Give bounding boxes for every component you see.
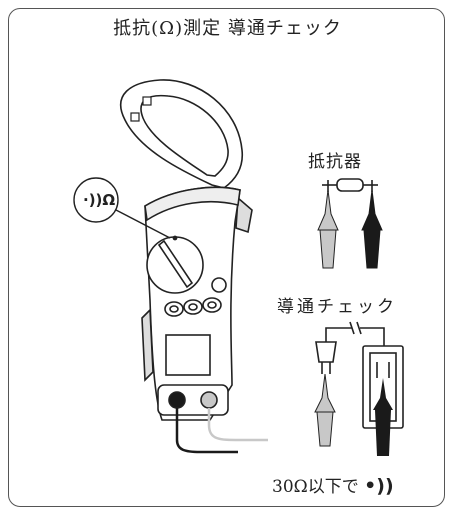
diagram-title: 抵抗(Ω)測定 導通チェック (113, 18, 342, 39)
resistor-icon (322, 178, 378, 192)
bottom-note: 30Ω以下で •)) (272, 472, 394, 497)
bottom-note-text: 30Ω以下で (272, 477, 359, 497)
meter-leads (175, 408, 268, 454)
dial-symbol-label: ·))Ω (83, 191, 116, 209)
clamp-meter-illustration (119, 79, 253, 421)
continuity-probes (314, 373, 393, 456)
resistor-probes (317, 189, 383, 269)
resistor-label: 抵抗器 (308, 152, 362, 172)
diagram-frame (8, 8, 445, 507)
continuity-beep-icon: •)) (364, 475, 394, 497)
dial-callout (73, 177, 171, 239)
continuity-label: 導通チェック (277, 297, 397, 317)
